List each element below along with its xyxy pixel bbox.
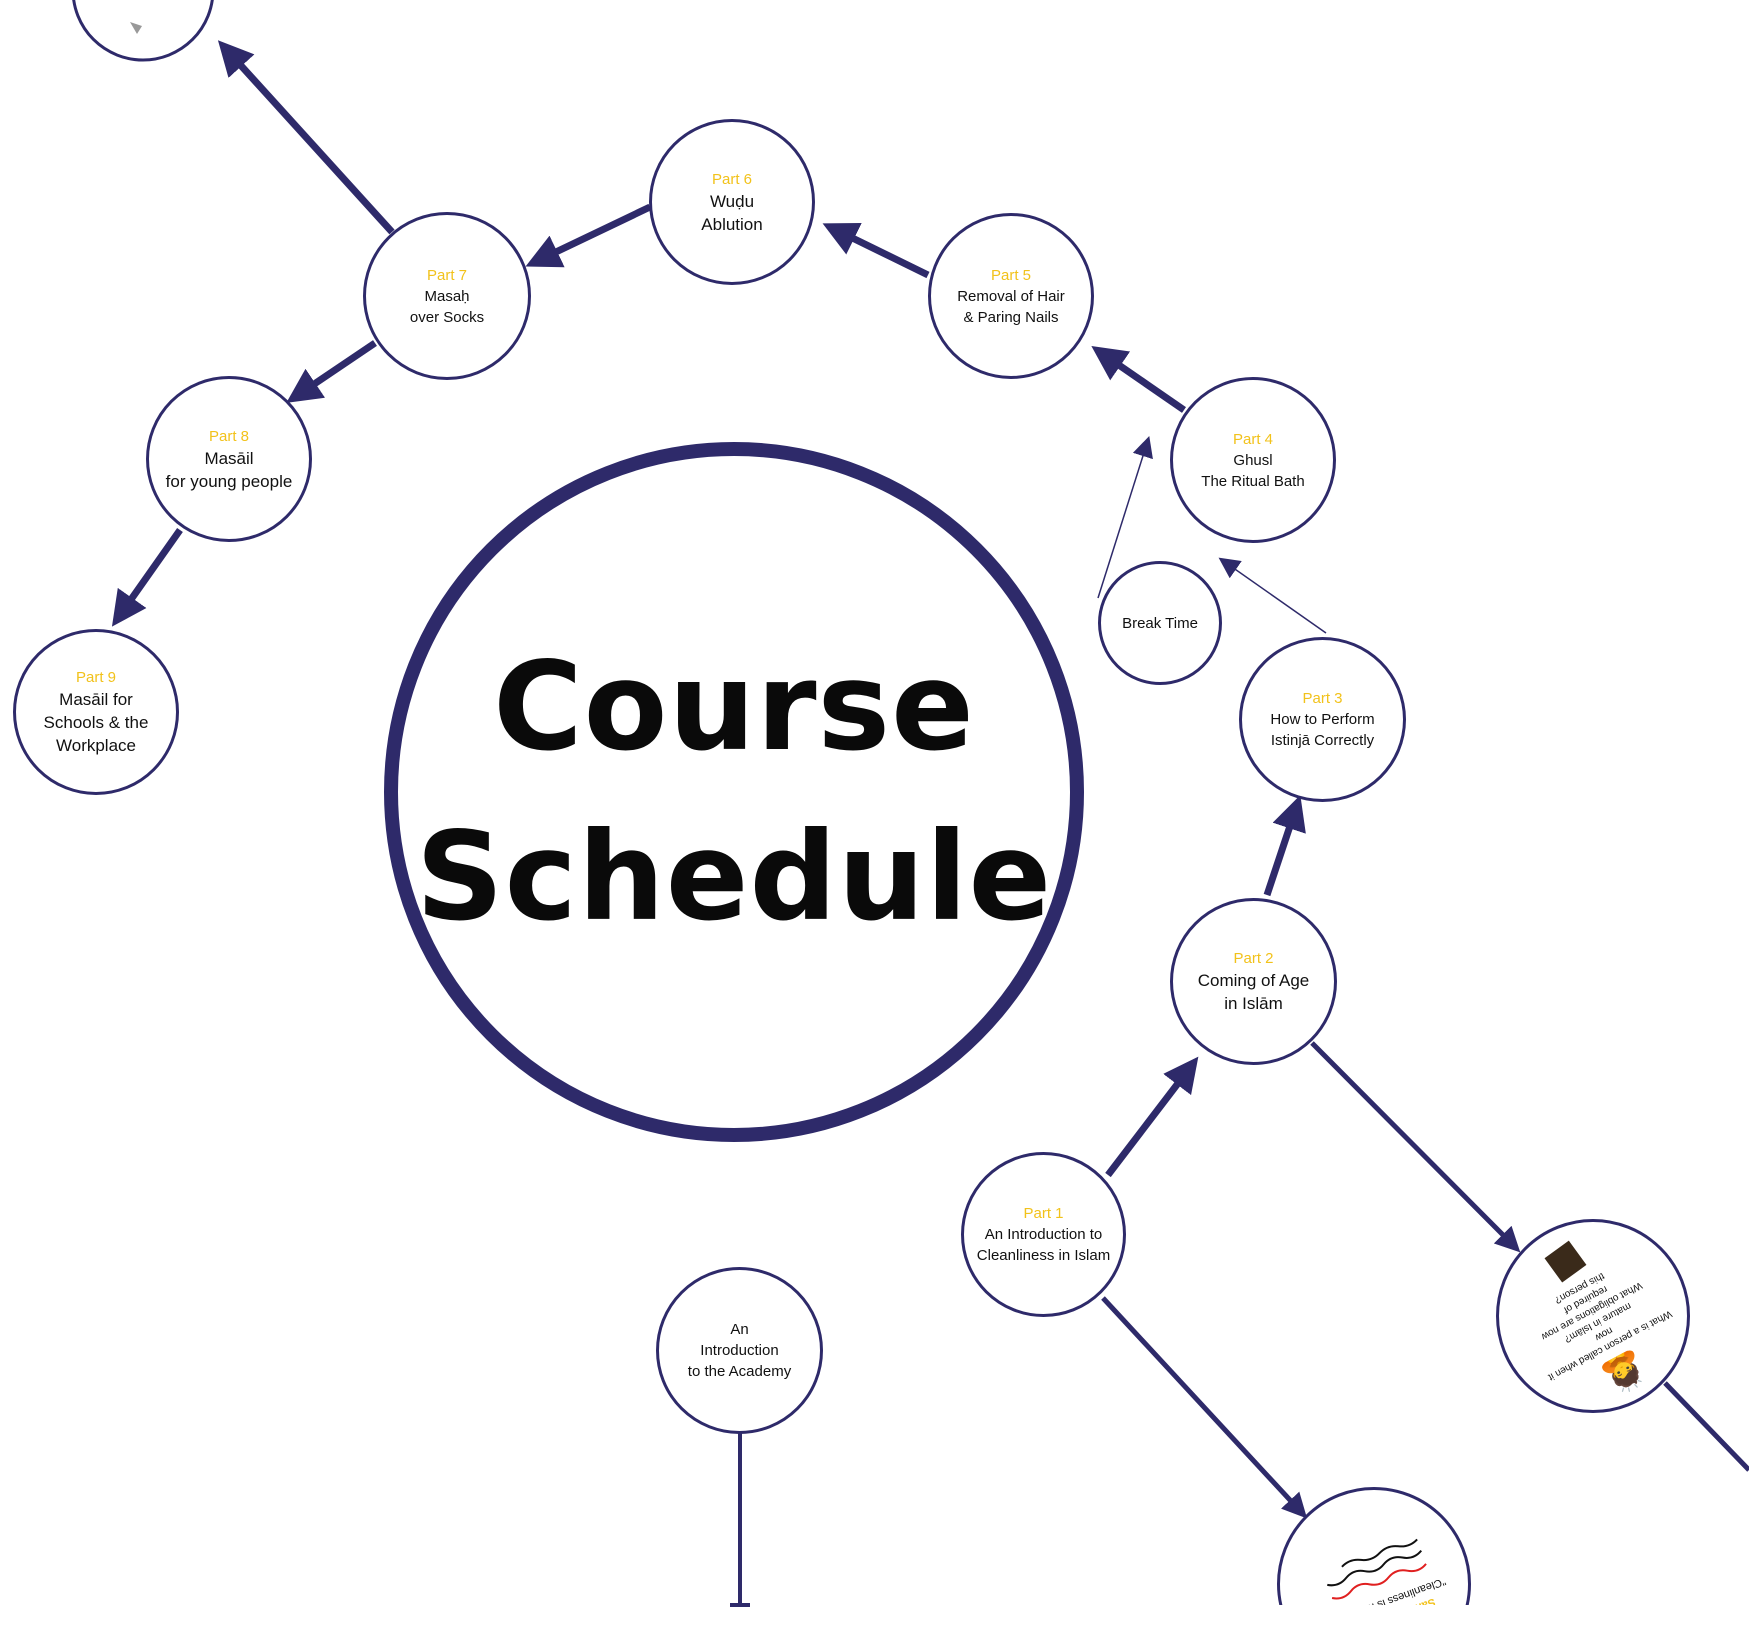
title-line-2: Schedule xyxy=(415,806,1053,948)
node-part5[interactable]: Part 5 Removal of Hair & Paring Nails xyxy=(928,213,1094,379)
line-media-offscreen xyxy=(1663,1381,1749,1472)
part-label: Part 2 xyxy=(1233,950,1274,967)
node-line: An Introduction to xyxy=(984,1226,1103,1243)
node-line: Wuḍu xyxy=(709,191,755,211)
offscreen-circle xyxy=(72,0,214,62)
node-line: Removal of Hair xyxy=(957,287,1065,305)
node-part1[interactable]: Part 1 An Introduction to Cleanliness in… xyxy=(961,1152,1126,1317)
node-line: An xyxy=(730,1321,749,1338)
title-line-1: Course xyxy=(493,636,975,778)
thin-arrow-break-part4 xyxy=(1097,435,1153,599)
part-label: Part 1 xyxy=(1023,1205,1064,1222)
part-label: Part 6 xyxy=(711,170,753,188)
connectors xyxy=(111,40,1749,1607)
arrow-part5-part6 xyxy=(822,223,930,279)
part-label: Part 5 xyxy=(990,266,1032,284)
node-line: in Islām xyxy=(1224,994,1283,1013)
node-line: for young people xyxy=(165,471,293,491)
node-part2[interactable]: Part 2 Coming of Age in Islām xyxy=(1170,898,1337,1065)
arrow-part8-part9 xyxy=(111,527,183,627)
part-label: Part 4 xyxy=(1232,430,1274,448)
line-part1-media xyxy=(1101,1296,1308,1519)
arrow-part7-offscreen xyxy=(217,40,395,235)
arrow-part2-part3 xyxy=(1263,795,1306,897)
node-line: Workplace xyxy=(56,736,136,755)
arrow-part7-part8 xyxy=(286,340,377,403)
node-line: Break Time xyxy=(1122,614,1198,632)
photo-thumbnail xyxy=(1544,1240,1587,1283)
media-circle-questions[interactable]: 🙇 What is a person called when it now ma… xyxy=(1496,1219,1690,1413)
node-line: to the Academy xyxy=(687,1363,792,1380)
part-label: Part 8 xyxy=(208,427,250,445)
arrow-part6-part7 xyxy=(525,203,652,268)
node-part4[interactable]: Part 4 Ghusl The Ritual Bath xyxy=(1170,377,1336,543)
node-line: & Paring Nails xyxy=(963,308,1059,326)
node-line: Introduction xyxy=(700,1342,779,1359)
node-part8[interactable]: Part 8 Masāil for young people xyxy=(146,376,312,542)
part-label: Part 3 xyxy=(1302,690,1343,707)
node-line: Coming of Age xyxy=(1197,971,1310,990)
node-intro-academy[interactable]: An Introduction to the Academy xyxy=(656,1267,823,1434)
node-break-time[interactable]: Break Time xyxy=(1098,561,1222,685)
node-line: Masāil for xyxy=(59,690,133,709)
node-line: over Socks xyxy=(409,308,485,326)
node-line: Istinjā Correctly xyxy=(1270,732,1375,749)
node-line: Ablution xyxy=(701,214,763,234)
node-line: Masāil xyxy=(204,448,254,468)
node-line: How to Perform xyxy=(1270,711,1375,728)
part-label: Part 7 xyxy=(426,266,468,284)
arrow-part1-part2 xyxy=(1105,1056,1199,1178)
node-line: Schools & the xyxy=(43,713,149,732)
node-line: Cleanliness in Islam xyxy=(976,1247,1111,1264)
arrow-part4-part5 xyxy=(1091,346,1186,413)
node-part9[interactable]: Part 9 Masāil for Schools & the Workplac… xyxy=(13,629,179,795)
node-line: The Ritual Bath xyxy=(1201,472,1305,490)
part-label: Part 9 xyxy=(75,669,117,686)
node-part6[interactable]: Part 6 Wuḍu Ablution xyxy=(649,119,815,285)
thin-arrow-part3-break xyxy=(1218,557,1327,634)
node-line: Ghusl xyxy=(1233,451,1273,469)
node-part3[interactable]: Part 3 How to Perform Istinjā Correctly xyxy=(1239,637,1406,802)
node-part7[interactable]: Part 7 Masaḥ over Socks xyxy=(363,212,531,380)
arabic-text-graphic xyxy=(1307,1530,1435,1605)
course-schedule-circle: Course Schedule xyxy=(384,442,1084,1142)
node-line: Masaḥ xyxy=(424,287,470,305)
line-part2-media xyxy=(1310,1041,1521,1253)
